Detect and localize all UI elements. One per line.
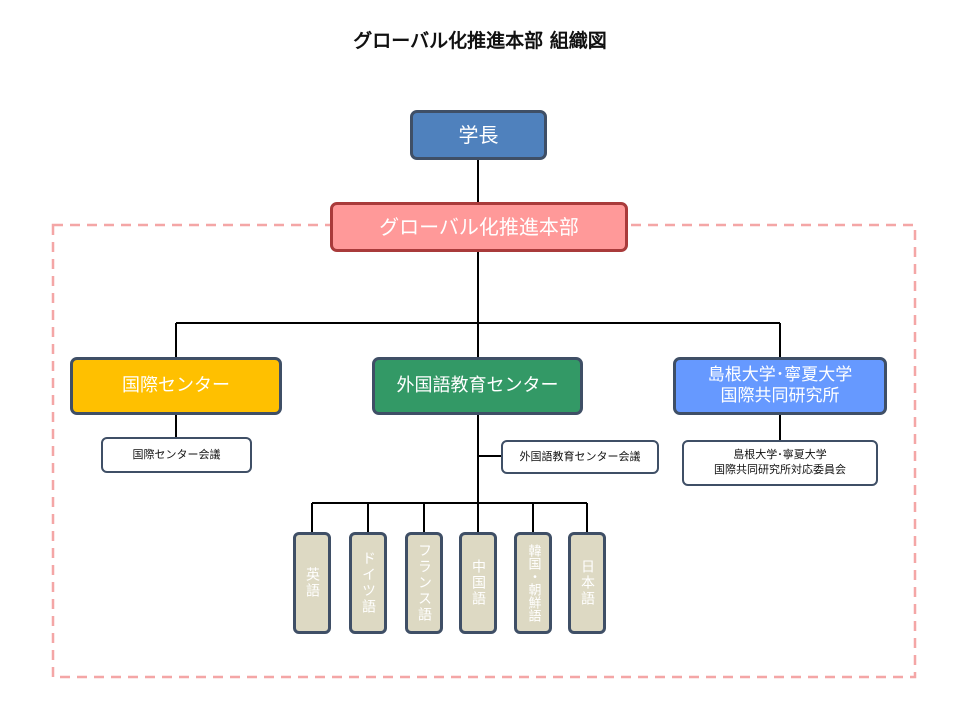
language-box-japanese: 日本語 [568, 532, 606, 634]
international-center-box: 国際センター [70, 357, 282, 415]
language-box-chinese: 中国語 [459, 532, 497, 634]
headquarters-box: グローバル化推進本部 [330, 202, 628, 252]
language-box-german: ドイツ語 [349, 532, 387, 634]
language-box-english: 英語 [293, 532, 331, 634]
language-box-korean: 韓国・朝鮮語 [514, 532, 552, 634]
foreign-language-center-box: 外国語教育センター [372, 357, 583, 415]
language-box-french: フランス語 [405, 532, 443, 634]
president-box: 学長 [410, 110, 547, 160]
joint-institute-box: 島根大学･寧夏大学 国際共同研究所 [673, 357, 887, 415]
joint-institute-committee: 島根大学･寧夏大学 国際共同研究所対応委員会 [682, 440, 878, 486]
international-center-committee: 国際センター会議 [101, 437, 252, 473]
page-title: グローバル化推進本部 組織図 [353, 30, 607, 52]
foreign-language-center-committee: 外国語教育センター会議 [501, 440, 659, 474]
